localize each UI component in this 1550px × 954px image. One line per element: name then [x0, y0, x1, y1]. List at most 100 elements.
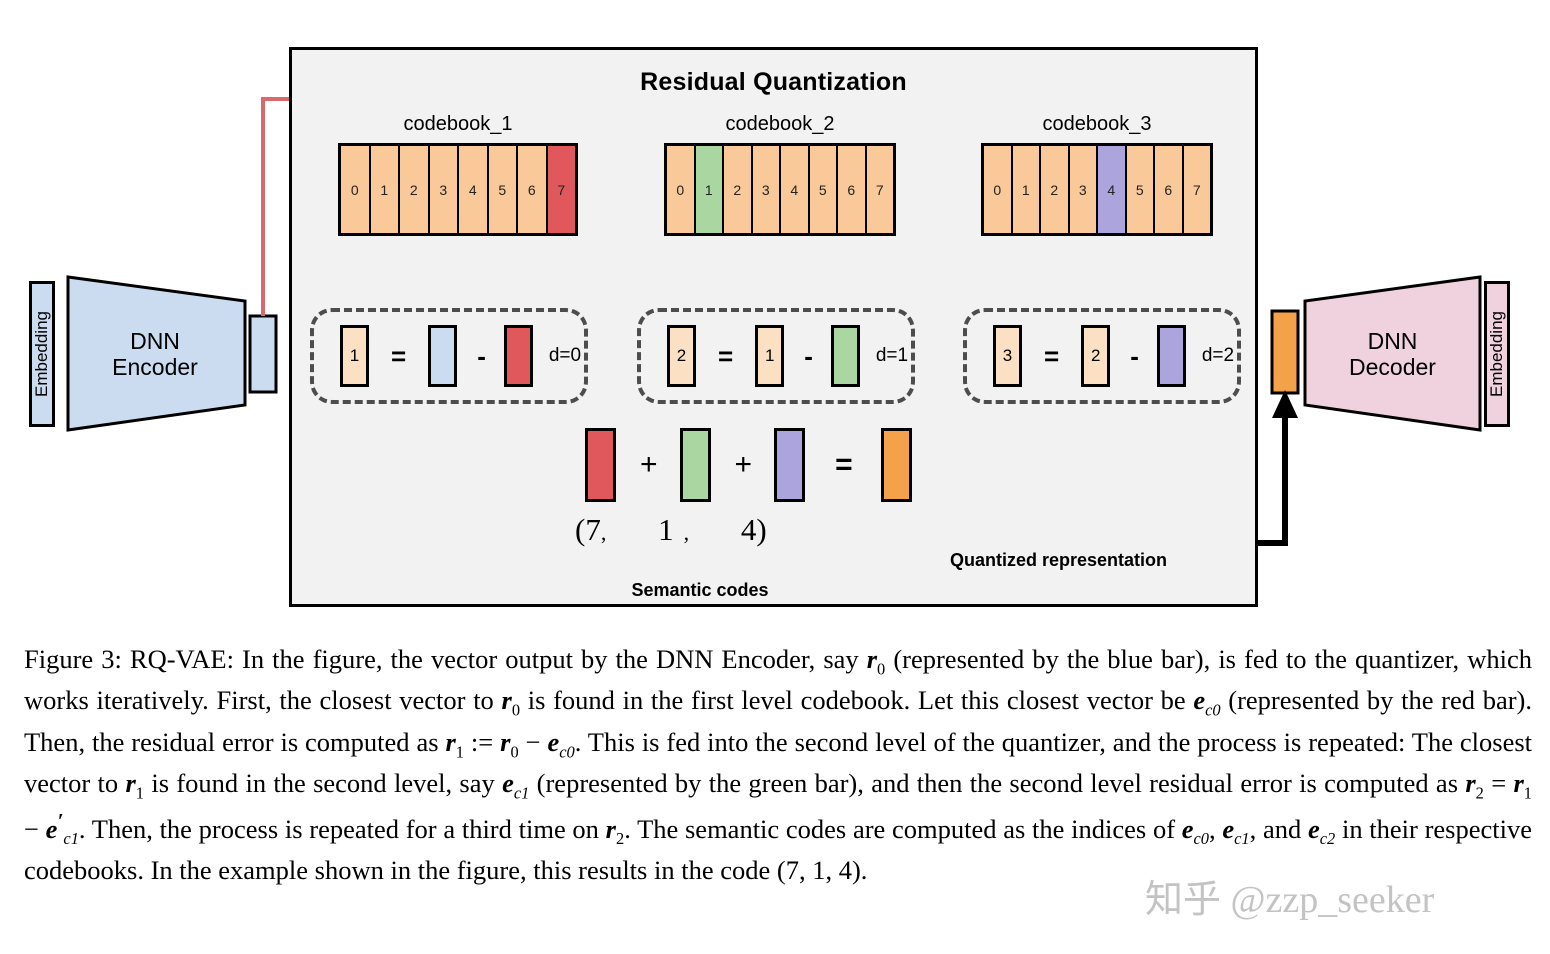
caption-eq1-a-sub: 1 — [455, 742, 464, 762]
codeword-sum-row: + + = — [585, 428, 912, 502]
quantized-representation-label: Quantized representation — [950, 550, 1168, 570]
watermark-text: 知乎 @zzp_seeker — [1145, 879, 1435, 921]
caption-var-ec0b-sub: c0 — [1193, 828, 1210, 848]
caption-part-2: (represented by the blue bar), is fed to… — [24, 644, 1532, 716]
caption-var-ec2-sub: c2 — [1319, 828, 1336, 848]
codebook-2-cell-1-selected[interactable]: 1 — [695, 146, 724, 233]
codebook-2-cell-6[interactable]: 6 — [838, 146, 867, 233]
dnn-encoder-shape — [66, 275, 247, 432]
caption-code-tuple: (7, 1, 4) — [776, 855, 861, 886]
dnn-encoder-label: DNN Encoder — [90, 328, 220, 381]
dnn-encoder-line1: DNN — [130, 328, 180, 354]
residual-d2-result-bar: 3 — [993, 325, 1022, 387]
caption-part-11: in their respective codebooks. In the ex… — [24, 813, 1533, 886]
caption-eq1-c-sub: c0 — [559, 742, 575, 762]
caption-eq2-c: e — [45, 813, 58, 844]
caption-eq2-a-sub: 2 — [1475, 783, 1484, 803]
caption-var-ec0a: e — [1193, 685, 1206, 716]
dnn-decoder-shape — [1303, 275, 1482, 432]
caption-eq1-a: r — [445, 726, 456, 757]
codebook-2-cell-3[interactable]: 3 — [752, 146, 781, 233]
figure-image: Residual Quantization codebook_1 0 1 2 3… — [29, 47, 1510, 607]
caption-eq2-b: r — [1513, 768, 1524, 799]
decoder-embedding-block: Embedding — [1484, 281, 1510, 427]
caption-var-r1: r — [125, 768, 136, 799]
codebook-1-cell-3[interactable]: 3 — [429, 146, 459, 233]
codebook-2-cell-5[interactable]: 5 — [809, 146, 838, 233]
caption-eq2-c-sub: c1 — [63, 828, 79, 848]
codebook-2-cell-4[interactable]: 4 — [781, 146, 810, 233]
caption-eq2-minus: − — [24, 813, 46, 844]
caption-var-ec2: e — [1307, 813, 1320, 844]
decoder-input-bar — [1270, 309, 1300, 395]
caption-eq1-c: e — [547, 726, 560, 757]
codebook-1-cell-1[interactable]: 1 — [370, 146, 400, 233]
caption-var-ec0b: e — [1181, 813, 1194, 844]
caption-eq1-op: := — [464, 726, 501, 757]
codebook-3-cell-0[interactable]: 0 — [984, 146, 1013, 233]
codebook-2-cell-0[interactable]: 0 — [667, 146, 696, 233]
codebook-3-cell-4-selected[interactable]: 4 — [1098, 146, 1127, 233]
code-comma-1: , — [600, 520, 607, 545]
codebook-3-cell-1[interactable]: 1 — [1012, 146, 1041, 233]
dnn-decoder-line2: Decoder — [1349, 354, 1436, 381]
code-open-paren: ( — [575, 512, 586, 547]
caption-var-ec1a: e — [502, 768, 514, 799]
caption-var-r1-sub: 1 — [135, 783, 145, 803]
codebook-3: codebook_3 0 1 2 3 4 5 6 7 — [981, 113, 1213, 236]
caption-part-1: RQ-VAE: In the figure, the vector output… — [121, 644, 867, 674]
panel-title: Residual Quantization — [640, 68, 907, 96]
codebook-3-cell-7[interactable]: 7 — [1183, 146, 1210, 233]
caption-comma-1: , — [1209, 813, 1223, 844]
sum-plus-1: + — [640, 448, 658, 481]
residual-d2-subtrahend-bar — [1156, 325, 1186, 387]
caption-var-r2: r — [605, 813, 616, 844]
caption-part-10: , and — [1249, 813, 1308, 844]
caption-var-r2-sub: 2 — [615, 828, 625, 848]
codebook-1-cells: 0 1 2 3 4 5 6 7 — [338, 143, 578, 236]
codebook-1-cell-5[interactable]: 5 — [488, 146, 518, 233]
caption-var-r0b-sub: 0 — [511, 700, 521, 720]
residual-d2-minus: - — [1130, 340, 1139, 371]
codebook-3-cell-3[interactable]: 3 — [1069, 146, 1098, 233]
sum-bar-purple — [774, 428, 806, 502]
code-value-1: 7 — [585, 512, 601, 547]
codebook-3-cell-6[interactable]: 6 — [1155, 146, 1184, 233]
codebook-2: codebook_2 0 1 2 3 4 5 6 7 — [664, 113, 896, 236]
residual-d2-depth-label: d=2 — [1201, 345, 1235, 366]
codebook-1-cell-2[interactable]: 2 — [400, 146, 430, 233]
codebook-3-cells: 0 1 2 3 4 5 6 7 — [981, 143, 1213, 236]
codebook-3-cell-2[interactable]: 2 — [1041, 146, 1070, 233]
codebook-2-cell-2[interactable]: 2 — [724, 146, 753, 233]
caption-part-6: is found in the second level, say — [144, 768, 503, 799]
decoder-embedding-label: Embedding — [1487, 310, 1506, 397]
residual-d0-result-bar: 1 — [340, 325, 369, 387]
caption-part-9: . The semantic codes are computed as the… — [624, 813, 1182, 844]
dnn-decoder-line1: DNN — [1367, 328, 1418, 354]
codebook-2-cell-7[interactable]: 7 — [866, 146, 893, 233]
codebook-1: codebook_1 0 1 2 3 4 5 6 7 — [338, 113, 578, 236]
caption-part-8: . Then, the process is repeated for a th… — [78, 813, 606, 844]
caption-eq1-minus: − — [518, 726, 548, 757]
caption-part-4: (represented by the red bar). Then, the … — [24, 685, 1532, 757]
codebook-1-cell-0[interactable]: 0 — [341, 146, 371, 233]
figure-caption: Figure 3: RQ-VAE: In the figure, the vec… — [24, 640, 1532, 890]
codebook-1-cell-6[interactable]: 6 — [518, 146, 548, 233]
code-close-paren: ) — [756, 512, 767, 547]
code-value-3: 4 — [740, 512, 757, 547]
semantic-codes-caption: Semantic codes — [631, 580, 769, 600]
residual-d2-equals: = — [1044, 340, 1060, 371]
residual-d1-minus: - — [804, 340, 813, 371]
codebook-1-cell-4[interactable]: 4 — [459, 146, 489, 233]
caption-part-3: is found in the first level codebook. Le… — [520, 685, 1194, 716]
caption-var-r0b: r — [501, 685, 512, 716]
residual-box-d2: 3 = 2 - d=2 — [963, 308, 1241, 404]
residual-box-d1: 2 = 1 - d=1 — [637, 308, 915, 404]
encoder-output-bar — [248, 314, 278, 394]
codebook-3-cell-5[interactable]: 5 — [1126, 146, 1155, 233]
codebook-1-cell-7-selected[interactable]: 7 — [547, 146, 575, 233]
residual-d1-minuend-bar: 1 — [755, 325, 785, 387]
residual-d1-depth-label: d=1 — [875, 345, 909, 366]
caption-eq2-a: r — [1465, 768, 1476, 799]
code-value-2: 1 — [658, 512, 674, 547]
